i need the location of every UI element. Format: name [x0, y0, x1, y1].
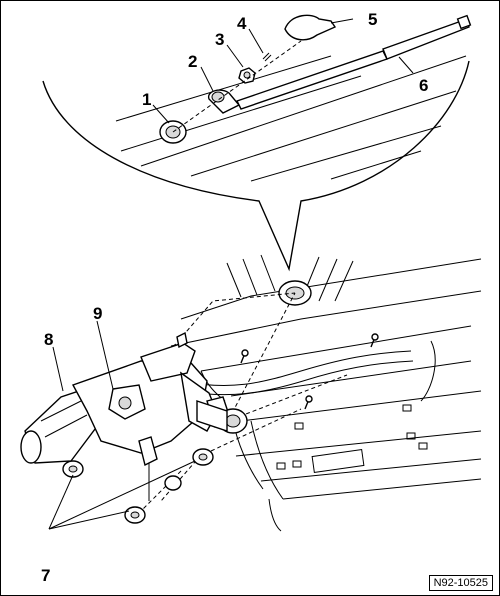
callout-3: 3: [215, 30, 224, 49]
body-cutouts: [276, 404, 428, 473]
rubber-mounts: [62, 448, 214, 524]
callout-9: 9: [93, 304, 102, 323]
detail-bubble-outline: [42, 60, 470, 272]
wiper-arm: [236, 14, 472, 110]
crank-lever: [196, 400, 248, 434]
callout-4: 4: [237, 14, 247, 33]
leader-lines-lower: [48, 320, 196, 530]
detail-body-panel: [115, 55, 467, 182]
nut-part: [238, 67, 256, 84]
callout-2: 2: [188, 52, 197, 71]
wiper-linkage-tube: [180, 350, 412, 387]
vehicle-body-lines: [170, 254, 482, 532]
callout-8: 8: [44, 330, 53, 349]
callout-6: 6: [419, 76, 428, 95]
callout-7: 7: [41, 566, 50, 585]
wiper-arm-base: [207, 89, 241, 114]
wiper-cover-cap: [284, 14, 337, 41]
wiper-motor-assembly: [20, 331, 232, 501]
callout-1: 1: [142, 90, 151, 109]
detail-assembly-line: [172, 40, 302, 133]
cap-screw: [262, 52, 272, 62]
callout-5: 5: [368, 10, 377, 29]
leader-lines-detail: [152, 18, 414, 124]
body-screws: [240, 333, 379, 410]
figure-reference-number: N92-10525: [428, 575, 493, 591]
